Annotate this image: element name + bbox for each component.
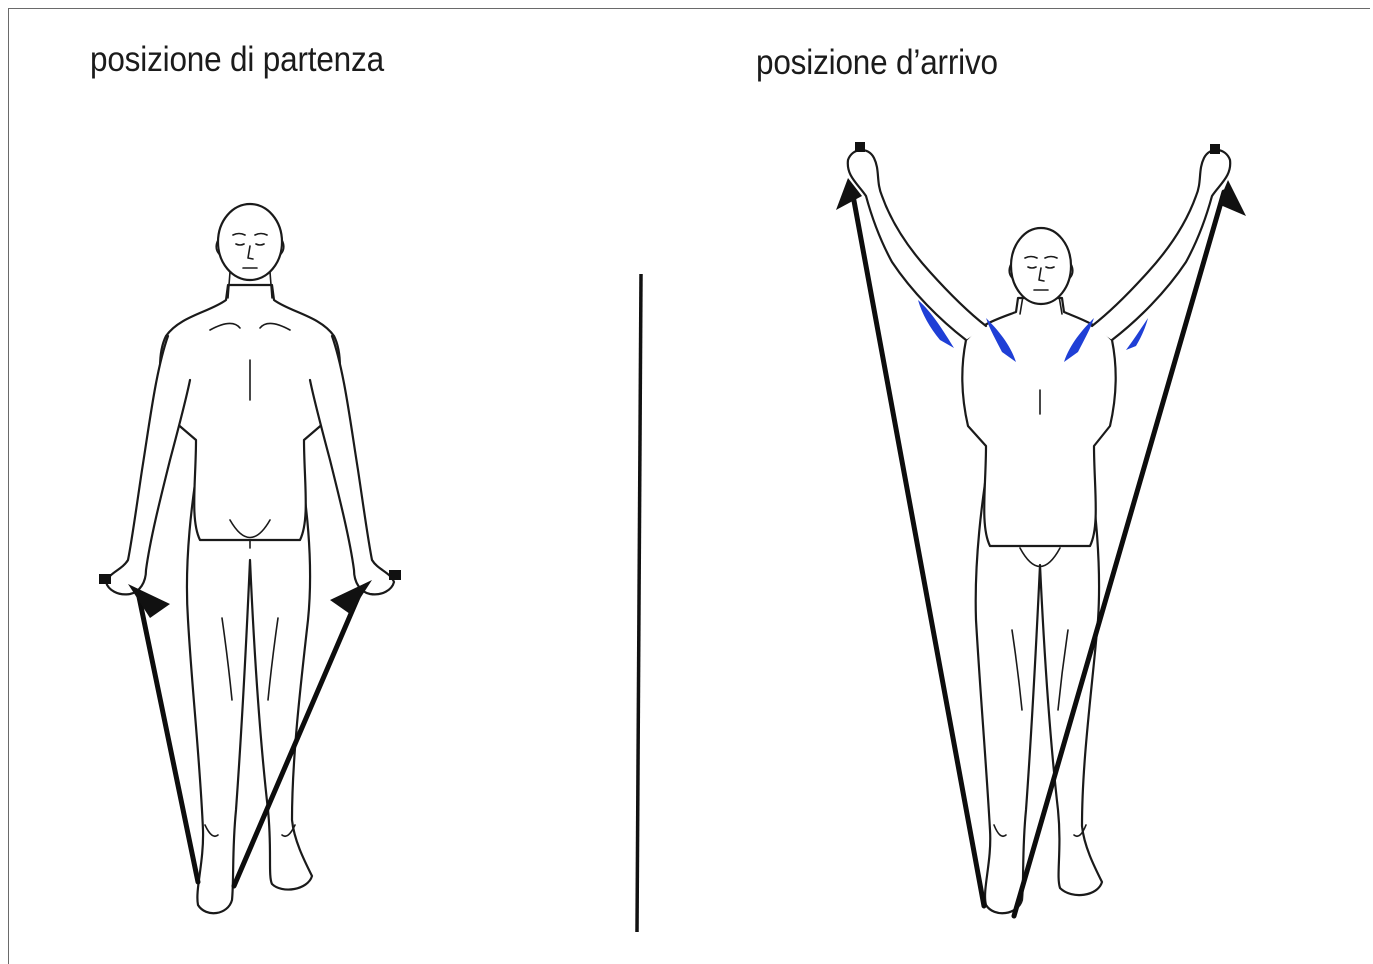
end-figure — [836, 142, 1246, 916]
start-figure-torso — [160, 285, 340, 540]
start-right-handle-cap — [389, 570, 401, 580]
end-figure-torso — [962, 298, 1115, 546]
start-left-handle-cap — [99, 574, 111, 584]
end-band-left-strand — [852, 190, 984, 906]
end-band-right-clip — [1218, 180, 1246, 216]
start-band-left-clip — [128, 584, 170, 618]
end-figure-left-arm — [848, 150, 986, 340]
end-left-handle-cap — [855, 142, 865, 152]
start-band-right-clip — [330, 580, 372, 614]
panel-divider — [637, 274, 641, 932]
start-figure-left-arm — [106, 336, 190, 594]
end-right-handle-cap — [1210, 144, 1220, 154]
start-figure — [99, 204, 401, 913]
end-figure-head — [1011, 228, 1071, 304]
start-figure-right-arm — [310, 336, 394, 594]
